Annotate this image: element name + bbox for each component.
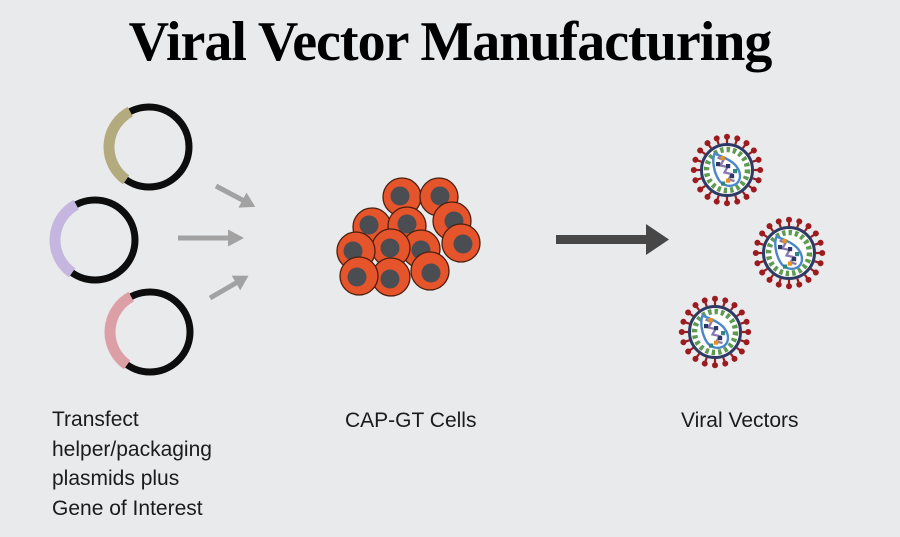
cell	[371, 257, 411, 297]
arrow-bottom-icon	[208, 275, 249, 301]
arrow-top-icon	[214, 183, 256, 208]
transfection-arrows	[178, 183, 256, 301]
plasmid-gene-of-interest	[104, 288, 194, 376]
cap-gt-cell-cluster	[336, 177, 481, 297]
arrow-middle-icon	[178, 229, 244, 247]
plasmid-helper	[103, 103, 193, 191]
label-transfect-plasmids: Transfect helper/packaging plasmids plus…	[52, 408, 212, 520]
cell	[441, 223, 481, 263]
page-title: Viral Vector Manufacturing	[128, 11, 773, 73]
label-cap-gt-cells: CAP-GT Cells	[345, 409, 477, 432]
label-viral-vectors: Viral Vectors	[681, 409, 799, 432]
plasmid-packaging	[49, 196, 139, 284]
virion-icon	[691, 134, 763, 206]
cell	[382, 177, 422, 217]
cell	[339, 256, 379, 296]
cell	[410, 251, 450, 291]
production-arrow-icon	[556, 224, 669, 255]
viral-vector-particles	[679, 134, 825, 368]
virion-icon	[679, 296, 751, 368]
virion-icon	[753, 217, 825, 289]
